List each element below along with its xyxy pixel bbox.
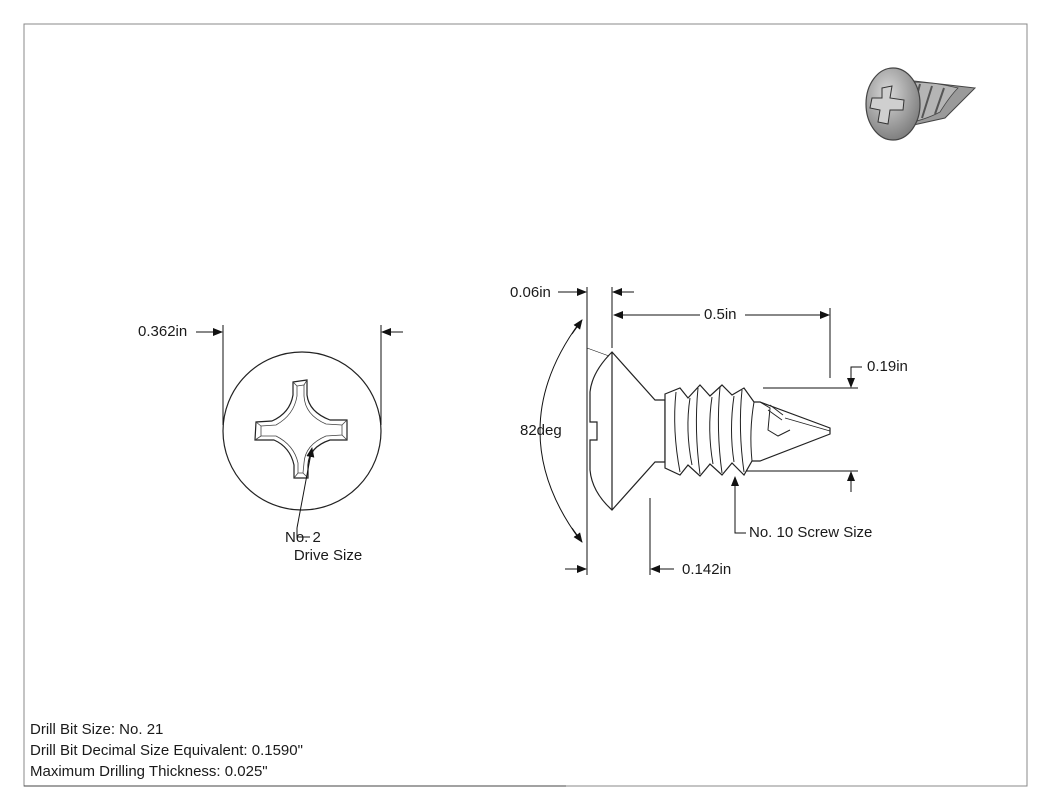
sheet-border bbox=[23, 23, 1028, 787]
thread-diameter-label: 0.19in bbox=[867, 358, 908, 375]
side-dimensions bbox=[539, 287, 862, 575]
note-drill-bit-size: Drill Bit Size: No. 21 bbox=[30, 721, 164, 738]
head-height-label: 0.06in bbox=[510, 284, 551, 301]
isometric-thumbnail bbox=[865, 67, 977, 141]
front-view bbox=[222, 351, 382, 511]
note-max-thickness: Maximum Drilling Thickness: 0.025" bbox=[30, 763, 268, 780]
screw-size-label: No. 10 Screw Size bbox=[749, 524, 873, 541]
note-decimal-equivalent: Drill Bit Decimal Size Equivalent: 0.159… bbox=[30, 742, 303, 759]
drive-size-line1: No. 2 bbox=[285, 529, 321, 546]
head-diameter-label: 0.362in bbox=[138, 323, 188, 340]
countersink-angle-label: 82deg bbox=[520, 422, 562, 439]
side-view bbox=[589, 351, 831, 511]
head-diameter-dimension bbox=[196, 325, 403, 425]
head-offset-label: 0.142in bbox=[682, 561, 732, 578]
drive-leader bbox=[296, 447, 315, 538]
drive-size-line2: Drive Size bbox=[293, 547, 363, 564]
length-label: 0.5in bbox=[704, 306, 737, 323]
drill-notes: Drill Bit Size: No. 21 Drill Bit Decimal… bbox=[30, 719, 303, 782]
phillips-recess bbox=[254, 379, 348, 479]
